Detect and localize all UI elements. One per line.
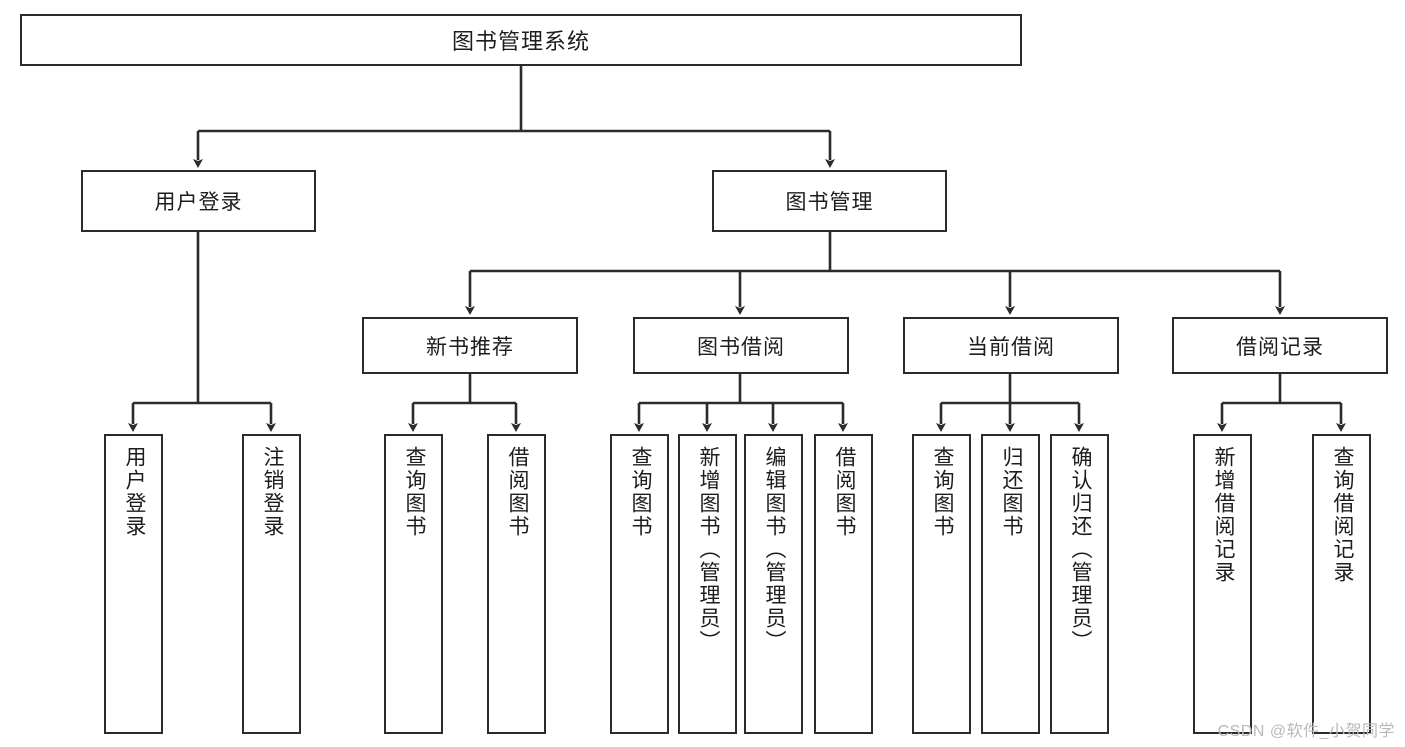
leaf-label: 查询借阅记录 <box>1330 446 1354 584</box>
leaf-user-login-signin[interactable]: 用户登录 <box>104 434 163 734</box>
leaf-label: 新增借阅记录 <box>1211 446 1235 584</box>
leaf-current-confirm-return[interactable]: 确认归还（管理员） <box>1050 434 1109 734</box>
leaf-current-return-book[interactable]: 归还图书 <box>981 434 1040 734</box>
node-book-management[interactable]: 图书管理 <box>712 170 947 232</box>
leaf-new-book-borrow[interactable]: 借阅图书 <box>487 434 546 734</box>
leaf-current-query-book[interactable]: 查询图书 <box>912 434 971 734</box>
leaf-borrow-add-book[interactable]: 新增图书（管理员） <box>678 434 737 734</box>
leaf-label: 新增图书（管理员） <box>696 446 720 653</box>
leaf-record-add[interactable]: 新增借阅记录 <box>1193 434 1252 734</box>
leaf-borrow-edit-book[interactable]: 编辑图书（管理员） <box>744 434 803 734</box>
node-root[interactable]: 图书管理系统 <box>20 14 1022 66</box>
leaf-label: 查询图书 <box>402 446 426 538</box>
leaf-label: 借阅图书 <box>505 446 529 538</box>
leaf-label: 注销登录 <box>260 446 284 538</box>
leaf-label: 归还图书 <box>999 446 1023 538</box>
leaf-label: 查询图书 <box>628 446 652 538</box>
leaf-label: 用户登录 <box>122 446 146 538</box>
leaf-record-query[interactable]: 查询借阅记录 <box>1312 434 1371 734</box>
node-borrow-record[interactable]: 借阅记录 <box>1172 317 1388 374</box>
leaf-label: 确认归还（管理员） <box>1068 446 1092 653</box>
leaf-label: 编辑图书（管理员） <box>762 446 786 653</box>
leaf-label: 查询图书 <box>930 446 954 538</box>
leaf-new-book-query[interactable]: 查询图书 <box>384 434 443 734</box>
watermark: CSDN @软件_小贺同学 <box>1217 723 1395 740</box>
leaf-borrow-borrow-book[interactable]: 借阅图书 <box>814 434 873 734</box>
node-book-borrow[interactable]: 图书借阅 <box>633 317 849 374</box>
node-new-book-recommend[interactable]: 新书推荐 <box>362 317 578 374</box>
leaf-borrow-query-book[interactable]: 查询图书 <box>610 434 669 734</box>
leaf-user-login-signout[interactable]: 注销登录 <box>242 434 301 734</box>
node-user-login[interactable]: 用户登录 <box>81 170 316 232</box>
leaf-label: 借阅图书 <box>832 446 856 538</box>
node-current-borrow[interactable]: 当前借阅 <box>903 317 1119 374</box>
